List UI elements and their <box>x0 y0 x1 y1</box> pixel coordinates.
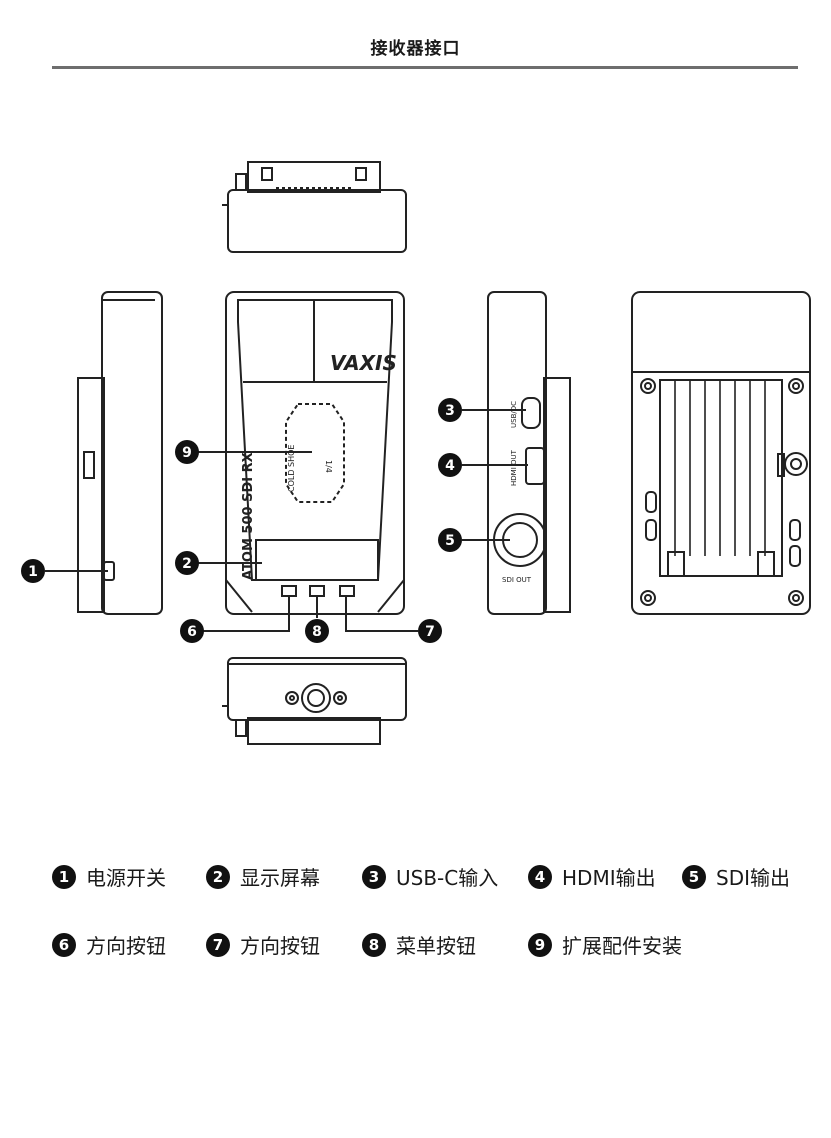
legend-label: 方向按钮 <box>86 934 166 958</box>
svg-text:4: 4 <box>445 458 455 474</box>
legend-label: 显示屏幕 <box>240 866 320 890</box>
title-divider <box>52 66 798 69</box>
legend-label: SDI输出 <box>716 866 790 890</box>
callout-7: 7 <box>418 619 442 643</box>
legend-item-power-switch: 1 电源开关 <box>52 862 166 891</box>
front-view <box>225 291 405 615</box>
legend-item-usb-c-input: 3 USB-C输入 <box>362 862 498 891</box>
legend-item-menu-button: 8 菜单按钮 <box>362 930 476 959</box>
legend-label: 菜单按钮 <box>396 934 476 958</box>
svg-text:1: 1 <box>28 564 38 580</box>
callout-2: 2 <box>175 551 199 575</box>
right-side-view <box>487 291 571 615</box>
svg-text:6: 6 <box>187 624 197 640</box>
callout-1: 1 <box>21 559 45 583</box>
callout-3: 3 <box>438 398 462 422</box>
legend-badge: 4 <box>528 864 552 889</box>
legend-label: 方向按钮 <box>240 934 320 958</box>
callout-9: 9 <box>175 440 199 464</box>
back-view <box>631 291 811 615</box>
legend-item-display-screen: 2 显示屏幕 <box>206 862 320 891</box>
svg-text:3: 3 <box>445 403 455 419</box>
svg-text:5: 5 <box>445 533 455 549</box>
svg-text:7: 7 <box>425 624 435 640</box>
legend-item-hdmi-output: 4 HDMI输出 <box>528 862 656 891</box>
legend-label: USB-C输入 <box>396 866 499 890</box>
callout-5: 5 <box>438 528 462 552</box>
legend-item-accessory-mount: 9 扩展配件安装 <box>528 930 682 959</box>
bottom-view <box>222 657 407 745</box>
legend-badge: 6 <box>52 932 76 957</box>
brand-logo: VAXIS <box>330 351 397 375</box>
leader-lines <box>45 409 528 632</box>
legend-badge: 2 <box>206 864 230 889</box>
callout-6: 6 <box>180 619 204 643</box>
legend-badge: 1 <box>52 864 76 889</box>
svg-text:2: 2 <box>182 556 192 572</box>
sdi-port-label: SDI OUT <box>502 576 532 584</box>
model-label: ATOM 500 SDI RX <box>241 452 256 580</box>
legend-badge: 7 <box>206 932 230 957</box>
legend-item-direction-button-7: 7 方向按钮 <box>206 930 320 959</box>
svg-text:9: 9 <box>182 445 192 461</box>
legend-badge: 3 <box>362 864 386 889</box>
callout-4: 4 <box>438 453 462 477</box>
legend-badge: 9 <box>528 932 552 957</box>
legend-label: 电源开关 <box>86 866 166 890</box>
legend-badge: 8 <box>362 932 386 957</box>
legend-item-sdi-output: 5 SDI输出 <box>682 862 790 891</box>
callout-8: 8 <box>305 619 329 643</box>
legend-badge: 5 <box>682 864 706 889</box>
cold-shoe-label: COLD SHOE <box>287 445 296 493</box>
legend-label: HDMI输出 <box>562 866 656 890</box>
legend-label: 扩展配件安装 <box>562 934 682 958</box>
page-title: 接收器接口 <box>370 39 461 59</box>
top-view <box>222 161 407 253</box>
legend-item-direction-button-6: 6 方向按钮 <box>52 930 166 959</box>
hdmi-port-label: HDMI OUT <box>510 449 518 486</box>
svg-text:8: 8 <box>312 624 322 640</box>
usb-port-label: USB/DC <box>510 401 518 428</box>
quarter-mount-label: 1/4 <box>324 460 333 473</box>
left-side-view <box>77 291 163 615</box>
